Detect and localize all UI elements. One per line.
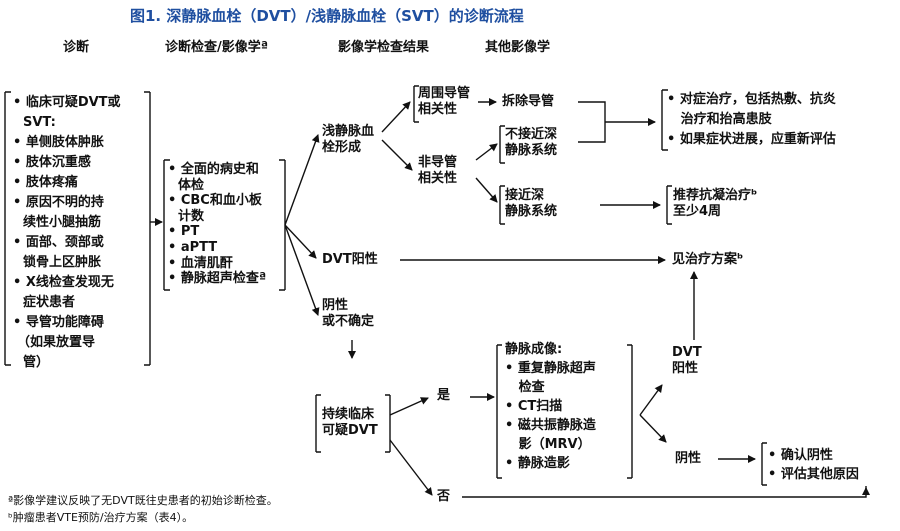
dvt-positive-node: DVT阳性	[322, 252, 378, 267]
suspicion-line: • 单侧肢体肿胀	[13, 135, 104, 150]
suspicion-line: • 原因不明的持	[13, 195, 104, 210]
peripheral-bracket	[413, 85, 419, 123]
workup-line: • 血清肌酐	[168, 255, 233, 271]
persistent-right-bracket	[385, 394, 391, 453]
persistent-bracket	[315, 394, 321, 453]
workup-list: • 全面的病史和 体检 • CBC和血小板 计数 • PT • aPTT • 血…	[168, 162, 266, 287]
remove-to-symptomatic-line	[578, 101, 606, 143]
diagram-title: 图1. 深静脉血栓（DVT）/浅静脉血栓（SVT）的诊断流程	[130, 7, 524, 25]
workup-line: • CBC和血小板	[168, 193, 262, 209]
noncatheter-to-notnear-line	[475, 143, 498, 161]
no-to-confirm-line	[462, 486, 867, 498]
confirm-bracket	[761, 442, 767, 486]
imaging-to-neg2-line	[639, 414, 667, 443]
confirm-negative-node: • 确认阴性 • 评估其他原因	[768, 448, 859, 482]
suspicion-line: • X线检查发现无	[13, 275, 114, 290]
suspicion-right-bracket	[144, 91, 151, 366]
svt-to-noncatheter-line	[381, 139, 413, 171]
symptomatic-bracket	[661, 89, 668, 151]
dvt-positive-2-node: DVT 阳性	[672, 345, 702, 376]
persistent-to-no-line	[389, 439, 433, 496]
anticoag-node: 推荐抗凝治疗ᵇ 至少4周	[673, 188, 758, 219]
suspicion-line: 症状患者	[23, 295, 76, 310]
workup-line: • 静脉超声检查ª	[168, 271, 267, 287]
peripheral-catheter-node: 周围导管 相关性	[418, 86, 471, 117]
imaging-bracket	[496, 344, 502, 479]
symptomatic-treatment-node: • 对症治疗，包括热敷、抗炎 治疗和抬高患肢 • 如果症状进展，应重新评估	[667, 92, 836, 147]
near-deep-node: 接近深 静脉系统	[505, 188, 558, 219]
workup-to-dvt-line	[284, 224, 317, 259]
workup-line: 体检	[178, 177, 205, 193]
notnear-bracket	[499, 125, 505, 164]
suspicion-line: • 临床可疑DVT或	[13, 95, 121, 110]
anticoag-bracket	[666, 185, 672, 225]
workup-right-bracket	[279, 159, 286, 291]
no-label: 否	[437, 489, 451, 504]
svt-to-peripheral-line	[381, 101, 411, 133]
workup-line: • aPTT	[168, 239, 218, 255]
persistent-suspicion-node: 持续临床 可疑DVT	[322, 407, 378, 438]
suspicion-list: • 临床可疑DVT或 SVT: • 单侧肢体肿胀 • 肢体沉重感 • 肢体疼痛 …	[13, 93, 121, 373]
workup-left-bracket	[163, 159, 170, 291]
imaging-right-bracket	[627, 344, 633, 479]
negative-node: 阴性 或不确定	[322, 298, 375, 329]
header-workup: 诊断检查/影像学ª	[165, 40, 269, 55]
suspicion-line: 锁骨上区肿胀	[23, 255, 102, 270]
header-diagnosis: 诊断	[63, 40, 90, 55]
suspicion-line: • 肢体疼痛	[13, 175, 78, 190]
workup-line: 计数	[178, 208, 205, 224]
suspicion-line: • 面部、颈部或	[13, 235, 104, 250]
workup-line: • 全面的病史和	[168, 162, 259, 177]
not-near-deep-node: 不接近深 静脉系统	[505, 127, 558, 158]
near-bracket	[499, 185, 505, 225]
yes-label: 是	[437, 388, 451, 403]
suspicion-line: • 肢体沉重感	[13, 155, 91, 170]
suspicion-line: • 导管功能障碍	[13, 315, 104, 330]
negative-2-node: 阴性	[675, 451, 702, 466]
svt-node: 浅静脉血 栓形成	[322, 124, 375, 155]
see-treatment-node: 见治疗方案ᵇ	[672, 252, 744, 267]
workup-line: • PT	[168, 224, 200, 240]
suspicion-line: 管）	[23, 355, 50, 370]
suspicion-line: SVT:	[23, 115, 56, 130]
suspicion-line: 续性小腿抽筋	[23, 215, 102, 230]
workup-to-svt-line	[284, 134, 320, 226]
noncatheter-to-near-line	[475, 177, 498, 203]
persistent-to-yes-line	[389, 397, 429, 416]
non-catheter-node: 非导管 相关性	[418, 155, 458, 186]
workup-to-negative-line	[284, 224, 320, 316]
suspicion-line: （如果放置导	[17, 335, 96, 350]
footnote-b: ᵇ肿瘤患者VTE预防/治疗方案（表4）。	[8, 511, 194, 524]
suspicion-bracket	[4, 91, 11, 366]
header-imaging-results: 影像学检查结果	[338, 40, 430, 55]
imaging-to-dvt2-line	[639, 384, 663, 416]
remove-catheter-node: 拆除导管	[502, 94, 555, 109]
header-other-imaging: 其他影像学	[485, 40, 551, 55]
venous-imaging-node: 静脉成像: • 重复静脉超声 检查 • CT扫描 • 磁共振静脉造 影（MRV）…	[505, 342, 596, 471]
footnote-a: ª影像学建议反映了无DVT既往史患者的初始诊断检查。	[8, 494, 278, 507]
